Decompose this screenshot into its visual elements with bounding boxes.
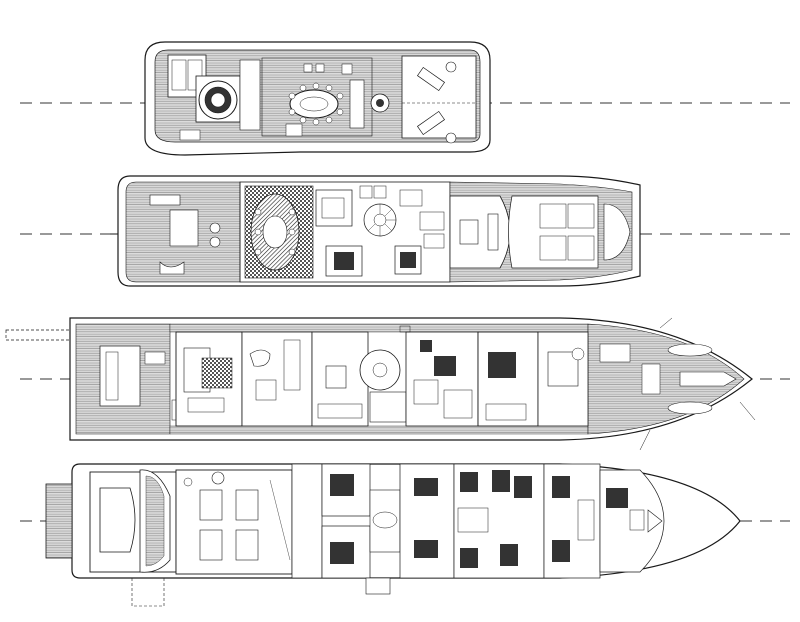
owner-suite (477, 331, 589, 427)
foredeck (599, 343, 737, 415)
engine-room (175, 469, 293, 575)
helipad (401, 55, 477, 144)
tender-garage (89, 469, 177, 573)
aft-lounge (149, 194, 221, 275)
aft-platform (45, 483, 73, 559)
centerlines (20, 102, 790, 522)
main-salon (175, 331, 243, 427)
lower-deck-plan (45, 463, 741, 607)
guest-cabin-1 (321, 463, 371, 517)
dining-table (288, 82, 344, 126)
crew-quarters (453, 463, 545, 579)
sky-lounge (244, 185, 314, 279)
main-deck-plan (5, 317, 756, 451)
dining (311, 331, 369, 427)
wheelhouse (449, 195, 511, 269)
galley (405, 331, 479, 427)
jacuzzi (195, 75, 241, 123)
bridge-deck-plan (110, 175, 641, 287)
forepeak (599, 469, 665, 573)
guest-cabin-2 (321, 525, 371, 579)
sun-deck-plan (144, 41, 491, 156)
owner-stairs (363, 203, 397, 237)
foredeck-lounge (508, 195, 631, 269)
